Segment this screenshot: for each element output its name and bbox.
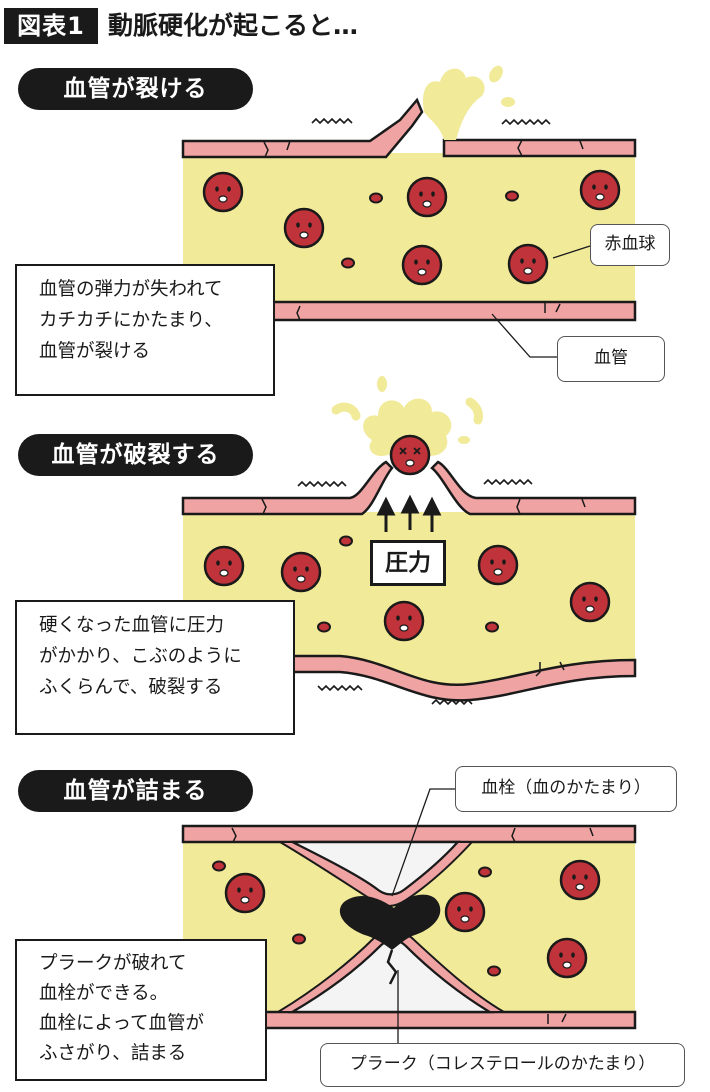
- rbc-label: 赤血球: [590, 224, 670, 266]
- panel2-description: 硬くなった血管に圧力 がかかり、こぶのように ふくらんで、破裂する: [15, 600, 295, 735]
- torn-wall-right: [442, 138, 637, 158]
- plaque-label: プラーク（コレステロールのかたまり）: [320, 1043, 685, 1087]
- panel2-heading: 血管が破裂する: [18, 434, 253, 476]
- thrombus-label: 血栓（血のかたまり）: [455, 766, 677, 812]
- burst-cloud: [363, 398, 452, 463]
- panel3-vessel: [181, 788, 637, 1043]
- burst-rbc: [389, 434, 431, 476]
- figure-tag: 図表1: [4, 8, 98, 44]
- panel1-description: 血管の弾力が失われて カチカチにかたまり、 血管が裂ける: [15, 264, 275, 396]
- thrombus: [339, 894, 441, 950]
- pressure-arrows: [376, 494, 442, 532]
- panel3-heading: 血管が詰まる: [18, 770, 253, 812]
- panel1-heading: 血管が裂ける: [18, 68, 253, 110]
- pressure-label: 圧力: [370, 540, 446, 586]
- figure-title: 動脈硬化が起こると…: [108, 11, 359, 40]
- panel2-vessel: [181, 376, 637, 706]
- bulge-wall-left: [181, 460, 394, 516]
- rbc: [202, 171, 244, 213]
- bulge-wall-right: [430, 460, 637, 516]
- torn-wall-left: [181, 97, 424, 159]
- vessel-wall-bottom-2: [181, 654, 637, 702]
- leak-splash: [422, 68, 485, 140]
- vessel-label: 血管: [557, 336, 665, 382]
- panel3-description: プラークが破れて 血栓ができる。 血栓によって血管が ふさがり、詰まる: [15, 939, 267, 1081]
- vessel-wall-top-3: [181, 824, 637, 844]
